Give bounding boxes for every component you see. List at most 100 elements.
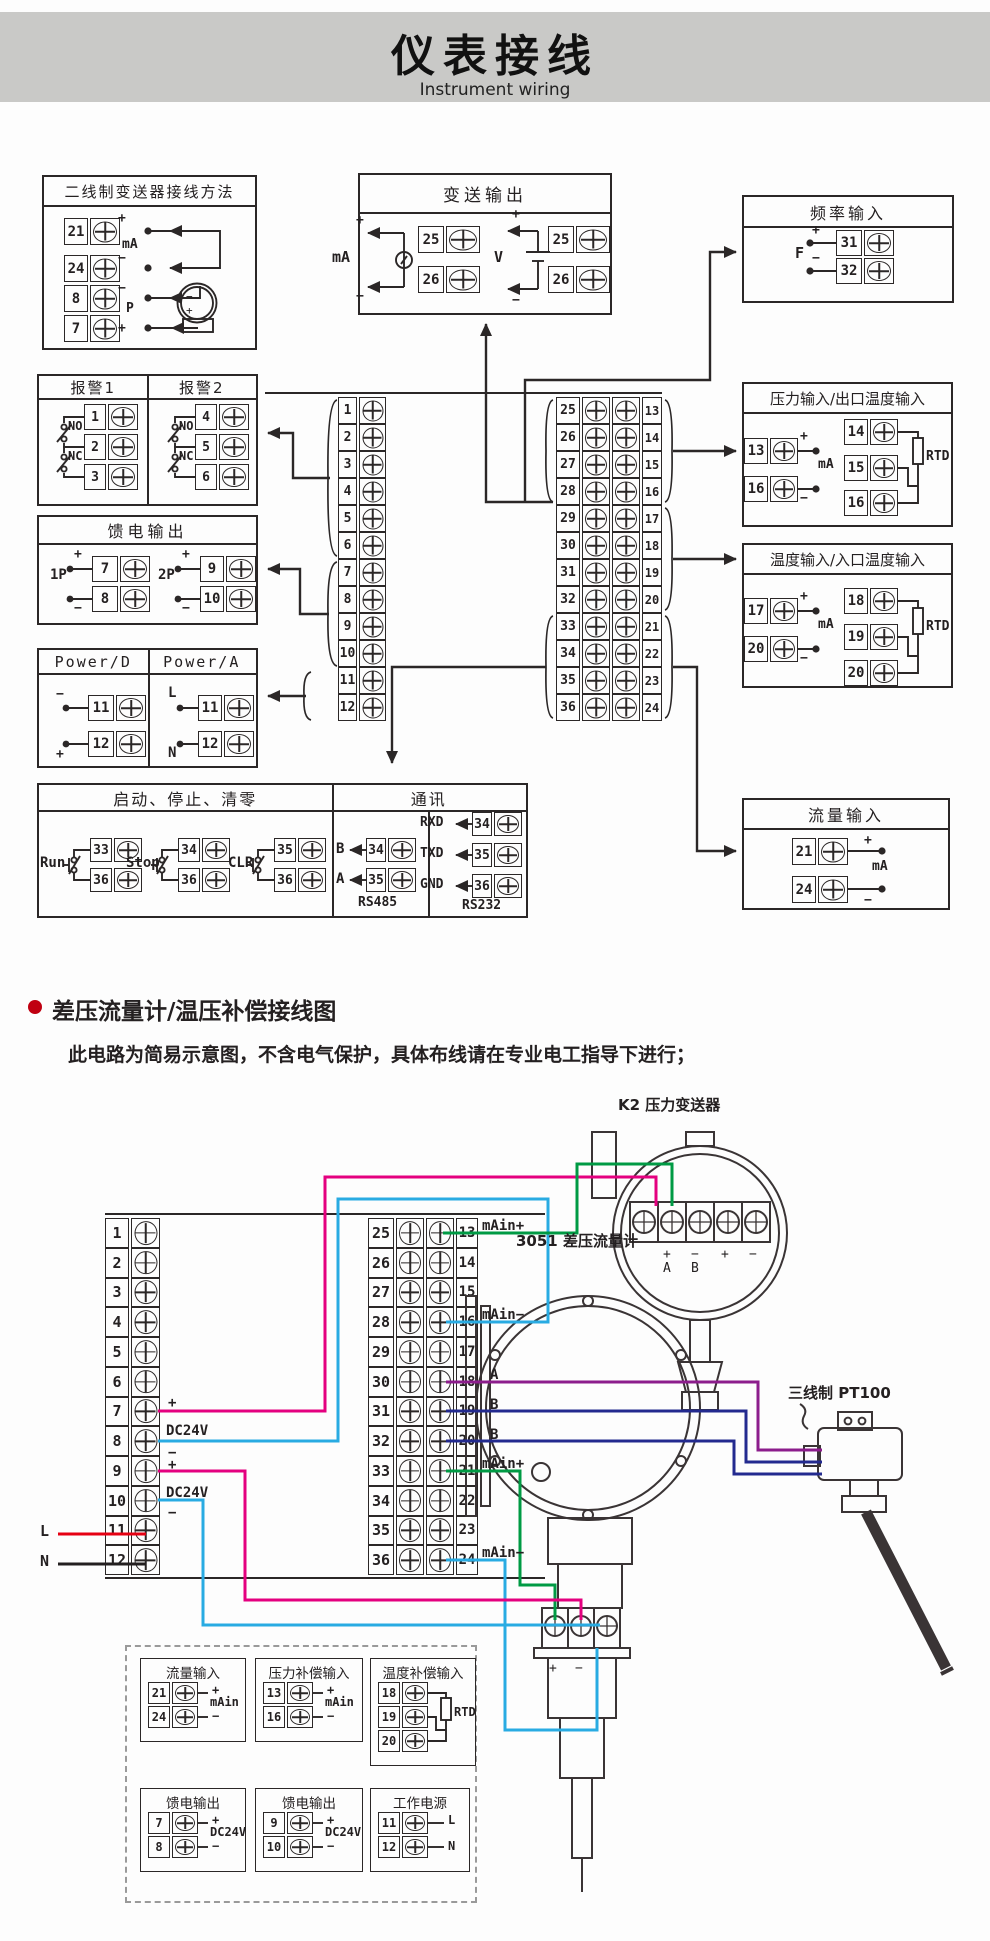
alarm2-title: 报警2: [178, 378, 225, 397]
screw-cell: [612, 505, 640, 532]
terminal-number: 17: [744, 598, 768, 624]
decor: [689, 1319, 711, 1363]
decor: [327, 561, 338, 667]
screw-cell: [90, 285, 120, 312]
screw-cell: [90, 255, 120, 282]
label: mA: [818, 457, 834, 472]
screw-icon: [449, 269, 477, 290]
decor: [843, 1416, 853, 1426]
terminal-number: 7: [92, 556, 118, 582]
decor: [593, 1607, 621, 1649]
screw-icon: [615, 670, 637, 691]
screw-cell: [114, 838, 142, 862]
screw-cell: [582, 424, 610, 451]
label: DC24V: [166, 1485, 209, 1501]
terminal-number: 16: [263, 1706, 285, 1728]
screw-cell: [494, 843, 522, 867]
screw-icon: [229, 559, 253, 579]
screw-cell: [582, 397, 610, 424]
terminal: 11: [88, 695, 146, 721]
terminal-number: 14: [844, 419, 868, 445]
screw-icon: [123, 559, 147, 579]
screw-icon: [405, 1709, 425, 1725]
screw-cell: [426, 1545, 454, 1575]
terminal-number: 36: [472, 874, 492, 898]
screw-icon: [227, 734, 251, 754]
screw-cell: [426, 1307, 454, 1337]
terminal-number: 35: [472, 843, 492, 867]
terminal-number: 16: [642, 478, 662, 505]
terminal: 26: [548, 266, 610, 293]
screw-icon: [873, 422, 895, 442]
pt100-label: 三线制 PT100: [788, 1384, 891, 1402]
terminal-number: 24: [64, 255, 88, 282]
frequency-input-box: 频率输入: [742, 195, 954, 303]
screw-icon: [405, 1815, 425, 1831]
decor: [582, 1509, 594, 1521]
screw-icon: [399, 1310, 421, 1334]
label: +: [168, 1395, 177, 1411]
screw-cell: [396, 1396, 424, 1427]
terminal: 35: [472, 843, 522, 867]
terminal-number: 22: [456, 1485, 478, 1516]
terminal: 7: [338, 559, 386, 586]
terminal-number: 36: [178, 868, 200, 892]
terminal-number: 15: [456, 1277, 478, 1308]
screw-icon: [615, 454, 637, 475]
label: +: [512, 207, 520, 222]
terminal: 9: [105, 1456, 160, 1486]
terminal-number: 10: [338, 640, 357, 667]
screw-icon: [134, 1310, 157, 1334]
label: RS232: [462, 898, 502, 913]
screw-icon: [175, 1839, 195, 1855]
terminal-number: 34: [368, 1485, 394, 1516]
terminal-number: 11: [338, 667, 357, 694]
terminal-number: 12: [378, 1836, 400, 1858]
terminal: 35: [366, 868, 416, 892]
screw-cell: [402, 1730, 428, 1752]
screw-icon: [134, 1429, 157, 1453]
terminal-number: 19: [844, 624, 868, 650]
screw-cell: [396, 1277, 424, 1308]
terminal-number: 20: [456, 1426, 478, 1456]
decor: +: [721, 1247, 729, 1262]
terminal: 8: [92, 586, 150, 612]
screw-cell: [388, 868, 416, 892]
screw-cell: [612, 667, 640, 694]
screw-cell: [396, 1247, 424, 1278]
label: DC24V: [166, 1423, 209, 1439]
screw-cell: [582, 667, 610, 694]
screw-cell: [818, 838, 848, 865]
screw-icon: [497, 815, 519, 833]
label: +: [327, 1813, 335, 1827]
terminal-number: 5: [105, 1337, 129, 1367]
screw-cell: [402, 1836, 428, 1858]
screw-icon: [873, 458, 895, 478]
decor: [744, 1210, 768, 1234]
label: RXD: [420, 815, 444, 830]
terminal: 36: [90, 868, 142, 892]
screw-icon: [429, 1310, 451, 1334]
terminal-number: 34: [556, 640, 580, 667]
screw-cell: [131, 1218, 160, 1248]
terminal-number: 2: [84, 434, 106, 460]
k2-transmitter-label: K2 压力变送器: [618, 1096, 721, 1114]
terminal-number: 20: [844, 660, 868, 686]
screw-icon: [429, 1399, 451, 1424]
terminal: 10: [263, 1836, 313, 1858]
screw-icon: [585, 535, 607, 556]
bullet-icon: [28, 1000, 42, 1014]
decor: [545, 615, 554, 719]
mini-box-3: 馈电输出: [140, 1788, 246, 1872]
label: −: [56, 687, 64, 702]
terminal: 16: [844, 490, 898, 516]
screw-cell: [396, 1485, 424, 1516]
terminal-number: 12: [198, 731, 222, 757]
terminal-number: 32: [836, 258, 862, 284]
terminal-number: 12: [338, 694, 357, 721]
screw-icon: [362, 454, 383, 475]
